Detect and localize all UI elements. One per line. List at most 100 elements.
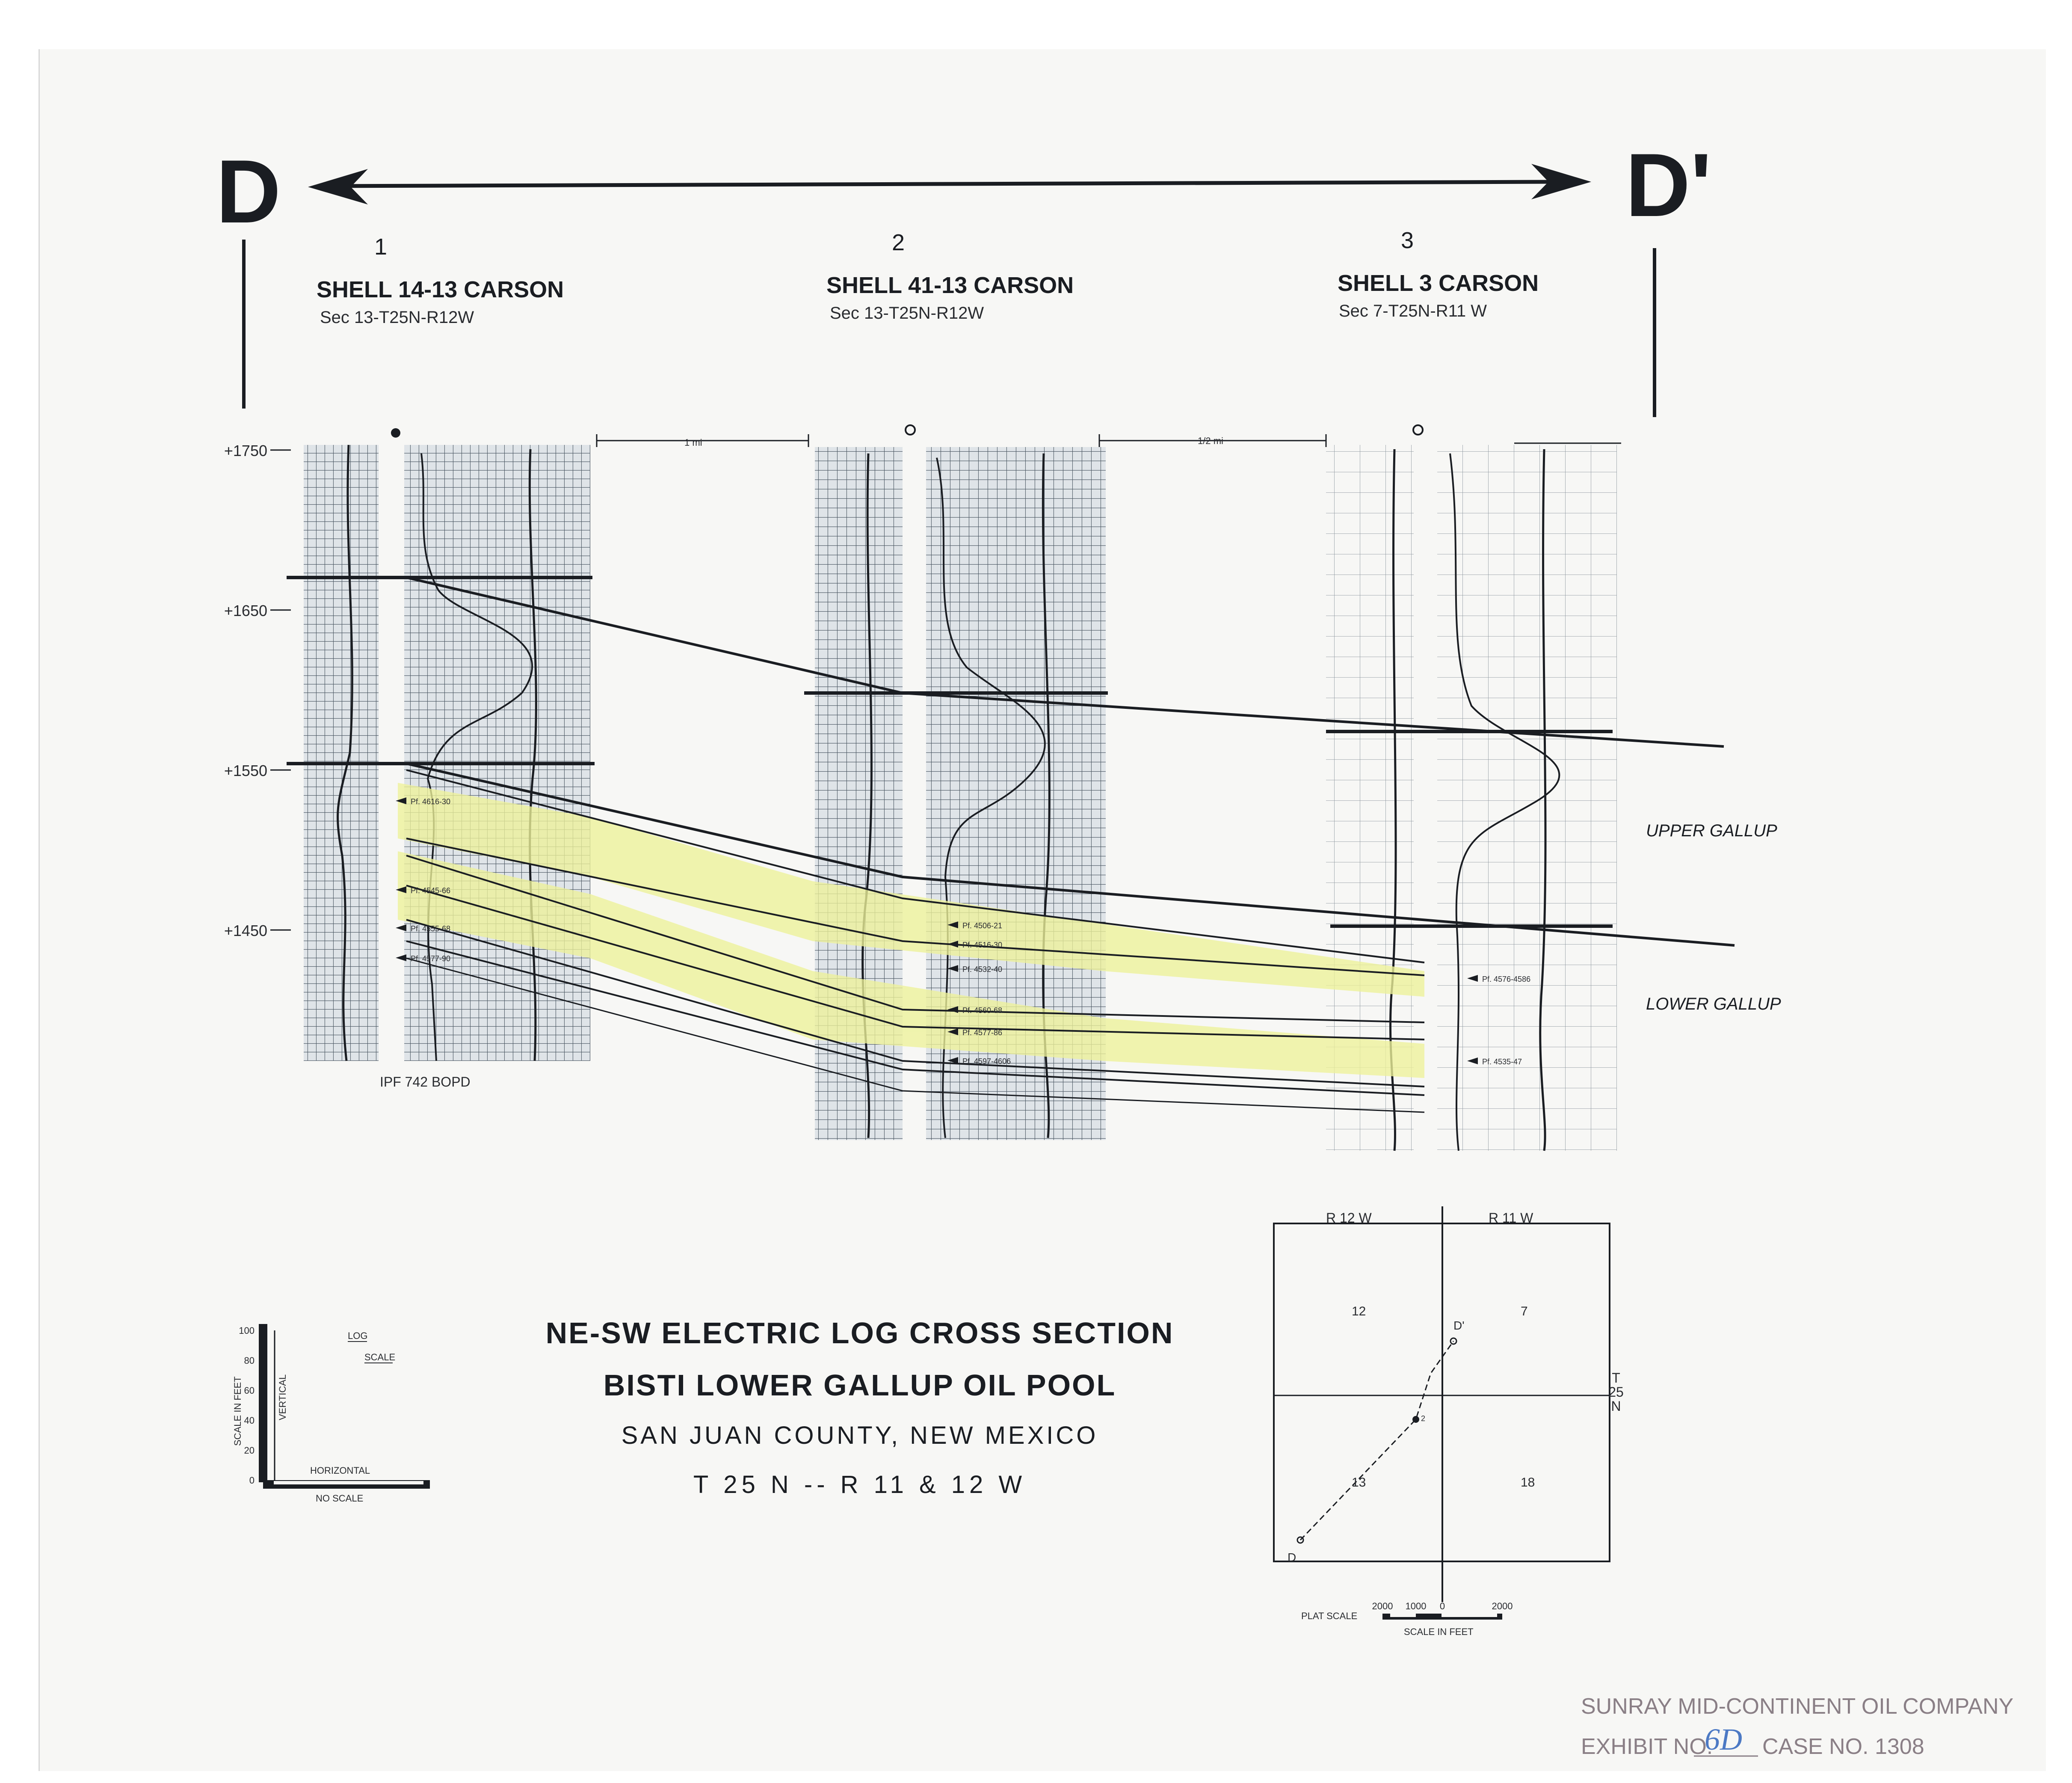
well-1-header: 1 SHELL 14-13 CARSON Sec 13-T25N-R12W [317, 234, 564, 327]
depth-tick-label: +1450 [224, 922, 267, 939]
stamp-case-number: CASE NO. 1308 [1762, 1734, 1924, 1759]
log-scale-label: SCALE [364, 1352, 395, 1362]
perforation-arrow-icon [396, 954, 406, 961]
plat-section-12: 12 [1352, 1304, 1366, 1318]
perforation-label: Pf. 4616-30 [411, 797, 450, 806]
perforation-arrow-icon [947, 941, 958, 948]
well-name: SHELL 3 CARSON [1338, 270, 1539, 296]
perforation-arrow-icon [396, 924, 406, 931]
well-location: Sec 7-T25N-R11 W [1339, 302, 1487, 320]
perforation-arrow-icon [1467, 1057, 1478, 1064]
well-2-header: 2 SHELL 41-13 CARSON Sec 13-T25N-R12W [826, 230, 1074, 323]
plat-scale-tick-label: 2000 [1372, 1601, 1393, 1611]
location-plat: R 12 W R 11 W T 25 N 12 7 13 18 D D' 2 P… [1273, 1206, 1624, 1637]
log-label: LOG [348, 1330, 367, 1341]
perforation-label: Pf. 4577-90 [411, 954, 450, 963]
perforation-label: Pf. 4545-66 [411, 886, 450, 895]
no-scale-label: NO SCALE [316, 1493, 363, 1504]
section-end-label: D' [1625, 135, 1712, 235]
horizontal-label: HORIZONTAL [310, 1465, 370, 1476]
plat-range-left: R 12 W [1326, 1210, 1372, 1226]
scale-tick-label: 20 [244, 1445, 255, 1456]
scale-tick-label: 80 [244, 1355, 255, 1366]
well-2-symbol [905, 424, 916, 435]
perforation-label: Pf. 4597-4606 [962, 1057, 1011, 1066]
plat-section-18: 18 [1521, 1475, 1535, 1490]
plat-well-label: 2 [1421, 1414, 1425, 1423]
well-name: SHELL 41-13 CARSON [826, 272, 1074, 298]
depth-tick-label: +1750 [224, 442, 267, 459]
stamp-exhibit-label: EXHIBIT NO. [1581, 1734, 1713, 1759]
well-name: SHELL 14-13 CARSON [317, 277, 564, 302]
title-line-1: NE-SW ELECTRIC LOG CROSS SECTION [546, 1316, 1174, 1350]
perforation-label: Pf. 4560-68 [962, 1006, 1002, 1015]
well-location: Sec 13-T25N-R12W [320, 308, 474, 327]
plat-scale-label: PLAT SCALE [1301, 1611, 1357, 1621]
scale-tick-label: 100 [239, 1325, 255, 1336]
scale-ticks: 0 20 40 60 80 100 [239, 1325, 255, 1486]
perforation-arrow-icon [947, 1057, 958, 1064]
pay-zone-bands [398, 783, 1424, 1078]
plat-range-right: R 11 W [1489, 1210, 1533, 1226]
well-3-header: 3 SHELL 3 CARSON Sec 7-T25N-R11 W [1338, 228, 1539, 320]
perforation-arrow-icon [947, 921, 958, 928]
plat-end-label: D' [1453, 1319, 1465, 1332]
plat-start-label: D [1288, 1551, 1296, 1564]
plat-scale-units: SCALE IN FEET [1404, 1626, 1474, 1637]
plat-township-n: N [1611, 1398, 1621, 1414]
plat-scale-ticks: 2000 1000 0 2000 [1372, 1601, 1513, 1611]
stamp-exhibit-number: 6D [1705, 1722, 1742, 1756]
well-location: Sec 13-T25N-R12W [830, 304, 984, 323]
title-line-2: BISTI LOWER GALLUP OIL POOL [604, 1368, 1116, 1402]
scale-axis-label: SCALE IN FEET [232, 1376, 243, 1446]
well-1-ipf: IPF 742 BOPD [380, 1074, 471, 1090]
perforation-arrow-icon [396, 797, 406, 804]
depth-tick-label: +1550 [224, 762, 267, 779]
scale-tick-label: 0 [249, 1475, 255, 1486]
title-line-4: T 25 N -- R 11 & 12 W [693, 1471, 1026, 1499]
depth-scale: +1750 +1650 +1550 +1450 [224, 442, 291, 939]
scale-tick-label: 40 [244, 1415, 255, 1426]
plat-section-7: 7 [1521, 1304, 1528, 1318]
perforation-label: Pf. 4535-47 [1482, 1057, 1522, 1066]
perforation-label: Pf. 4506-21 [962, 921, 1002, 930]
spacing-label-half-mi: 1/2 mi [1198, 435, 1223, 446]
perforation-label: Pf. 4576-4586 [1482, 975, 1530, 983]
spacing-label-1mi: 1 mi [684, 437, 702, 448]
perforation-arrow-icon [396, 886, 406, 893]
section-start-label: D [216, 141, 281, 242]
scale-vertical-label: VERTICAL [277, 1374, 288, 1420]
perforation-arrow-icon [947, 965, 958, 972]
stamp-company: SUNRAY MID-CONTINENT OIL COMPANY [1581, 1694, 2013, 1719]
section-line-arrow [308, 164, 1591, 204]
plat-section-13: 13 [1352, 1475, 1366, 1490]
well-3-log [1326, 445, 1617, 1151]
zone-lower-gallup: LOWER GALLUP [1646, 995, 1781, 1013]
perforation-label: Pf. 4516-30 [962, 941, 1002, 949]
plat-scale-tick-label: 2000 [1492, 1601, 1513, 1611]
zone-upper-gallup: UPPER GALLUP [1646, 821, 1777, 840]
well-number: 1 [374, 234, 387, 260]
title-block: NE-SW ELECTRIC LOG CROSS SECTION BISTI L… [546, 1316, 1174, 1499]
depth-tick-label: +1650 [224, 602, 267, 619]
plat-township-num: 25 [1608, 1384, 1624, 1400]
plat-township-t: T [1612, 1370, 1620, 1386]
well-number: 3 [1401, 228, 1414, 253]
perforation-label: Pf. 4555-68 [411, 924, 450, 933]
correlation-lines [287, 576, 1735, 1113]
well-1-log [304, 444, 590, 1061]
well-number: 2 [892, 230, 905, 255]
plat-scale-tick-label: 0 [1440, 1601, 1445, 1611]
title-line-3: SAN JUAN COUNTY, NEW MEXICO [622, 1422, 1098, 1449]
perforation-arrow-icon [1467, 975, 1478, 982]
well-3-symbol [1412, 424, 1424, 435]
plat-scale-tick-label: 1000 [1406, 1601, 1427, 1611]
perforation-arrow-icon [947, 1006, 958, 1013]
scale-tick-label: 60 [244, 1385, 255, 1396]
exhibit-stamp: SUNRAY MID-CONTINENT OIL COMPANY EXHIBIT… [1581, 1694, 2013, 1759]
perforation-label: Pf. 4532-40 [962, 965, 1002, 974]
well-1-symbol [391, 428, 400, 438]
